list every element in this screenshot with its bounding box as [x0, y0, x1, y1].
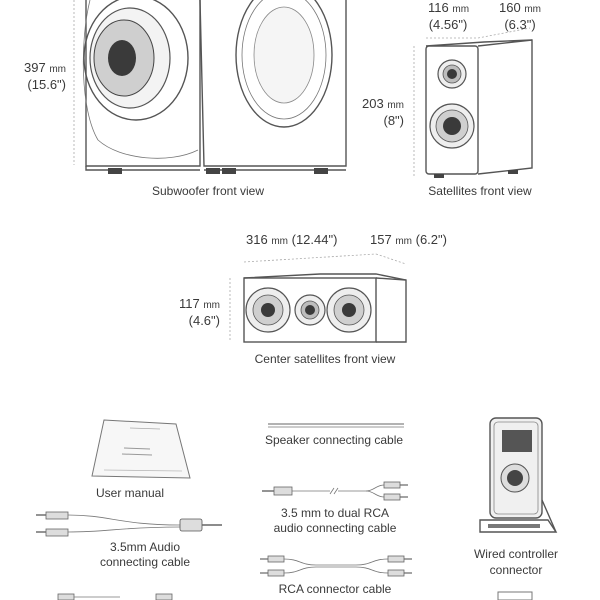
sat-width-unit: mm	[452, 4, 470, 15]
audio-cable-label-line2: connecting cable	[99, 555, 191, 569]
controller-label: Wired controller connector	[456, 546, 576, 578]
user-manual-label: User manual	[95, 486, 165, 500]
center-depth-in: (6.2")	[415, 232, 447, 247]
controller-label-line1: Wired controller	[473, 547, 559, 561]
sat-width-dimension: 116 mm (4.56")	[428, 0, 470, 32]
sub-height-dimension: 397 mm (15.6")	[6, 60, 66, 92]
center-depth-dimension: 157 mm (6.2")	[370, 232, 447, 249]
speaker-cable-label: Speaker connecting cable	[264, 433, 404, 447]
sat-width-mm: 116	[428, 0, 449, 15]
sat-width-in: (4.56")	[428, 17, 468, 32]
sat-depth-in: (6.3")	[504, 17, 536, 32]
center-depth-unit: mm	[395, 236, 412, 247]
sub-height-unit: mm	[49, 64, 66, 75]
controller-label-line2: connector	[489, 563, 543, 577]
center-width-mm: 316	[246, 232, 268, 247]
sat-depth-unit: mm	[524, 4, 541, 15]
rca-cable-label: RCA connector cable	[278, 582, 392, 596]
center-height-dimension: 117 mm (4.6")	[166, 296, 220, 328]
sat-height-dimension: 203 mm (8")	[350, 96, 404, 128]
dual-rca-label: 3.5 mm to dual RCA audio connecting cabl…	[250, 506, 420, 536]
dual-rca-label-line1: 3.5 mm to dual RCA	[280, 506, 390, 520]
center-height-unit: mm	[203, 300, 220, 311]
center-width-in: (12.44")	[291, 232, 338, 247]
sat-height-in: (8")	[383, 113, 404, 128]
sub-height-in: (15.6")	[27, 77, 66, 92]
audio-cable-label: 3.5mm Audio connecting cable	[70, 540, 220, 570]
audio-cable-label-line1: 3.5mm Audio	[109, 540, 181, 554]
center-caption: Center satellites front view	[254, 352, 396, 366]
sub-caption: Subwoofer front view	[151, 184, 265, 198]
center-depth-mm: 157	[370, 232, 392, 247]
center-width-dimension: 316 mm (12.44")	[246, 232, 337, 249]
sat-height-mm: 203	[362, 96, 384, 111]
sub-height-mm: 397	[24, 60, 46, 75]
center-width-unit: mm	[271, 236, 288, 247]
sat-height-unit: mm	[387, 100, 404, 111]
sat-caption: Satellites front view	[428, 184, 532, 198]
sat-depth-dimension: 160 mm (6.3")	[494, 0, 546, 32]
dual-rca-label-line2: audio connecting cable	[273, 521, 397, 535]
sat-depth-mm: 160	[499, 0, 521, 15]
center-height-mm: 117	[178, 296, 200, 311]
center-height-in: (4.6")	[188, 313, 220, 328]
